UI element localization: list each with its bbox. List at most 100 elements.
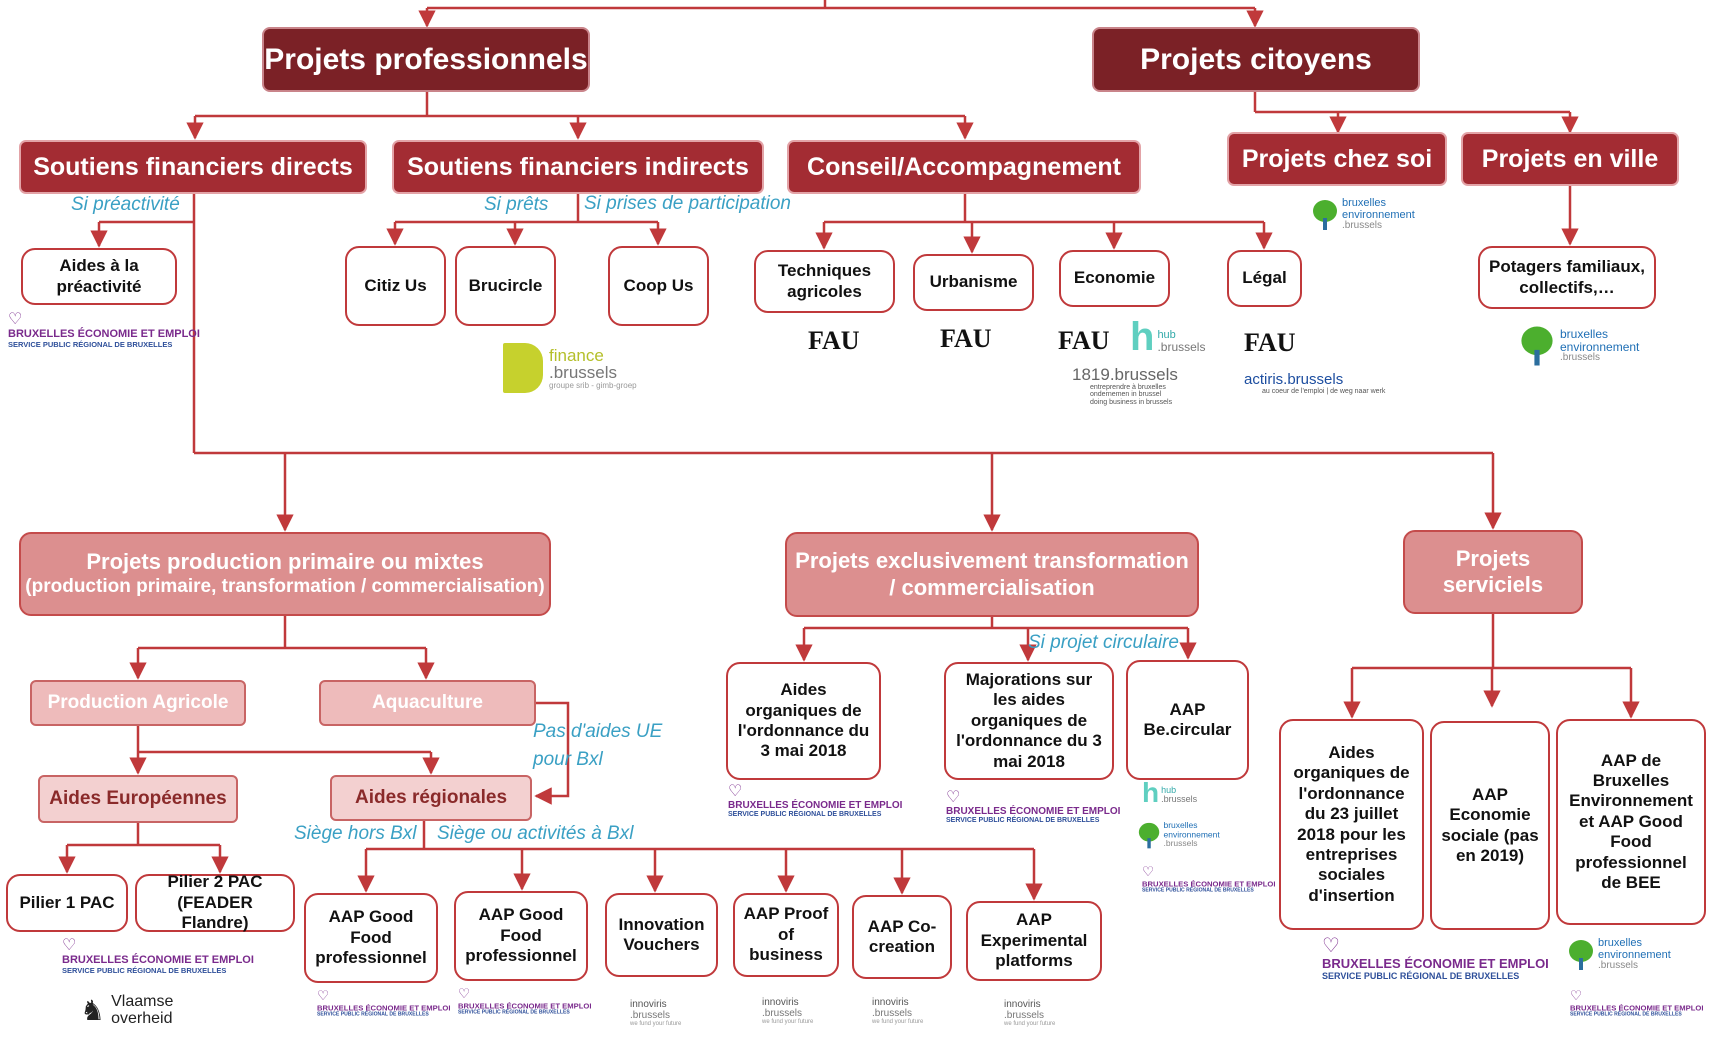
finance-logo-sub: groupe srib - gimb-groep (549, 380, 637, 390)
bee-logo-sub: SERVICE PUBLIC RÉGIONAL DE BRUXELLES (62, 966, 227, 975)
conseil-node: Conseil/Accompagnement (787, 140, 1141, 194)
brucircle-label: Brucircle (468, 275, 543, 295)
vlaamse-line1: Vlaamse (111, 993, 174, 1010)
condition-siege-bxl: Siège ou activités à Bxl (437, 823, 634, 844)
tree-icon (1568, 939, 1594, 970)
hub-h-icon: h (1142, 777, 1160, 808)
chez-soi-node: Projets chez soi (1227, 132, 1447, 186)
chez-soi-label: Projets chez soi (1241, 145, 1433, 173)
heart-icon: ♡ (62, 937, 77, 954)
hub-logo-line1: hub (1157, 329, 1176, 341)
bee-logo-name: BRUXELLES ÉCONOMIE ET EMPLOI (1142, 879, 1276, 889)
hub-logo-line2: .brussels (1157, 340, 1206, 354)
bee-logo-sub: SERVICE PUBLIC RÉGIONAL DE BRUXELLES (8, 340, 173, 349)
aap-experimental-node: AAP Experimental platforms (966, 901, 1102, 981)
actiris-logo: actiris.brussels au coeur de l'emploi | … (1244, 372, 1385, 395)
techniques-agricoles-label: Techniques agricoles (777, 261, 872, 301)
production-agricole-label: Production Agricole (47, 691, 229, 713)
aap-proof-label: AAP Proof of business (743, 904, 829, 965)
bee-logo-sub: SERVICE PUBLIC RÉGIONAL DE BRUXELLES (458, 1010, 570, 1016)
finance-logo-line2: .brussels (549, 362, 618, 382)
bee-logo-name: BRUXELLES ÉCONOMIE ET EMPLOI (8, 328, 200, 340)
soutiens-directs-node: Soutiens financiers directs (19, 140, 367, 194)
aap-cocreation-node: AAP Co-creation (852, 895, 952, 979)
hub-logo-circular: h hub.brussels (1142, 777, 1197, 808)
aides-organiques-mai-node: Aides organiques de l'ordonnance du 3 ma… (726, 662, 881, 780)
innoviris-line2: .brussels (630, 1009, 671, 1021)
aap-bee-label: AAP de Bruxelles Environnement et AAP Go… (1569, 750, 1693, 892)
bee-logo-good-food-1: ♡ BRUXELLES ÉCONOMIE ET EMPLOI SERVICE P… (317, 990, 450, 1018)
bee-logo-sub: SERVICE PUBLIC RÉGIONAL DE BRUXELLES (1322, 971, 1520, 981)
projets-exclusivement-node: Projets exclusivement transformation / c… (785, 532, 1199, 617)
innovation-vouchers-label: Innovation Vouchers (618, 914, 705, 954)
soutiens-indirects-node: Soutiens financiers indirects (392, 140, 764, 194)
condition-pas-aides: Pas d'aides UE pour Bxl (533, 721, 663, 770)
coop-us-node: Coop Us (608, 246, 709, 326)
bee-logo-insertion: ♡ BRUXELLES ÉCONOMIE ET EMPLOI SERVICE P… (1322, 936, 1549, 981)
b1819-sub3: doing business in brussels (1090, 398, 1173, 406)
heart-icon: ♡ (728, 783, 743, 800)
coop-us-label: Coop Us (623, 275, 694, 295)
bee-logo-aides-mai: ♡ BRUXELLES ÉCONOMIE ET EMPLOI SERVICE P… (728, 783, 903, 819)
innoviris-sub: we fund your future (1004, 1021, 1056, 1027)
env-logo-line1: bruxelles (1163, 821, 1198, 831)
heart-icon: ♡ (946, 789, 961, 806)
majorations-node: Majorations sur les aides organiques de … (944, 662, 1114, 780)
env-logo-line2: environnement (1560, 339, 1640, 354)
aap-good-food-1-label: AAP Good Food professionnel (315, 907, 427, 968)
projets-primaire-node: Projets production primaire ou mixtes (p… (19, 532, 551, 616)
aquaculture-label: Aquaculture (372, 691, 483, 713)
bee-logo-name: BRUXELLES ÉCONOMIE ET EMPLOI (728, 800, 903, 811)
legal-node: Légal (1227, 250, 1302, 307)
innoviris-sub: we fund your future (762, 1019, 814, 1025)
env-logo-line2: environnement (1598, 948, 1671, 961)
aides-regionales-label: Aides régionales (354, 786, 508, 808)
aap-cocreation-label: AAP Co-creation (867, 916, 937, 956)
economie-label: Economie (1073, 268, 1156, 288)
innoviris-sub: we fund your future (872, 1019, 924, 1025)
heart-icon: ♡ (458, 987, 471, 1002)
projets-professionnels-label: Projets professionnels (264, 42, 588, 76)
pilier-2-label: Pilier 2 PAC (FEADER Flandre) (167, 872, 263, 933)
economie-node: Economie (1059, 250, 1170, 307)
env-logo-line1: bruxelles (1342, 197, 1387, 209)
projets-citoyens-node: Projets citoyens (1092, 27, 1420, 92)
aap-be-circular-node: AAP Be.circular (1126, 660, 1249, 780)
aides-europeennes-label: Aides Européennes (49, 787, 227, 809)
fau-label-techniques: FAU (808, 326, 860, 355)
aap-proof-node: AAP Proof of business (733, 893, 839, 977)
finance-logo-line1: finance (549, 345, 604, 365)
innoviris-line1: innoviris (1004, 999, 1041, 1010)
aides-europeennes-node: Aides Européennes (38, 775, 238, 823)
potagers-node: Potagers familiaux, collectifs,… (1478, 246, 1656, 309)
bee-logo-good-food-2: ♡ BRUXELLES ÉCONOMIE ET EMPLOI SERVICE P… (458, 987, 591, 1016)
bee-logo-sub: SERVICE PUBLIC RÉGIONAL DE BRUXELLES (728, 811, 882, 818)
potagers-label: Potagers familiaux, collectifs,… (1489, 257, 1645, 297)
pilier-2-node: Pilier 2 PAC (FEADER Flandre) (135, 872, 295, 933)
aides-preactivite-label: Aides à la préactivité (56, 256, 142, 296)
innoviris-line1: innoviris (630, 999, 667, 1010)
b1819-sub1: entreprendre à bruxelles (1090, 383, 1166, 391)
legal-label: Légal (1242, 268, 1287, 288)
innoviris-line1: innoviris (872, 997, 909, 1008)
citiz-us-label: Citiz Us (364, 275, 427, 295)
tree-icon (1520, 326, 1554, 366)
env-logo-line3: .brussels (1342, 220, 1383, 232)
aap-good-food-2-label: AAP Good Food professionnel (465, 905, 577, 966)
projets-exclusivement-label: Projets exclusivement transformation / c… (795, 548, 1189, 600)
urbanisme-node: Urbanisme (913, 254, 1034, 311)
soutiens-directs-label: Soutiens financiers directs (33, 153, 353, 181)
fau-label-urbanisme: FAU (940, 324, 992, 353)
techniques-agricoles-node: Techniques agricoles (754, 250, 895, 313)
heart-icon: ♡ (1570, 989, 1583, 1004)
heart-icon: ♡ (1142, 865, 1155, 880)
aquaculture-node: Aquaculture (319, 680, 536, 726)
innoviris-line2: .brussels (1004, 1009, 1045, 1021)
env-logo-line1: bruxelles (1560, 327, 1609, 341)
bee-logo-name: BRUXELLES ÉCONOMIE ET EMPLOI (1570, 1003, 1704, 1013)
